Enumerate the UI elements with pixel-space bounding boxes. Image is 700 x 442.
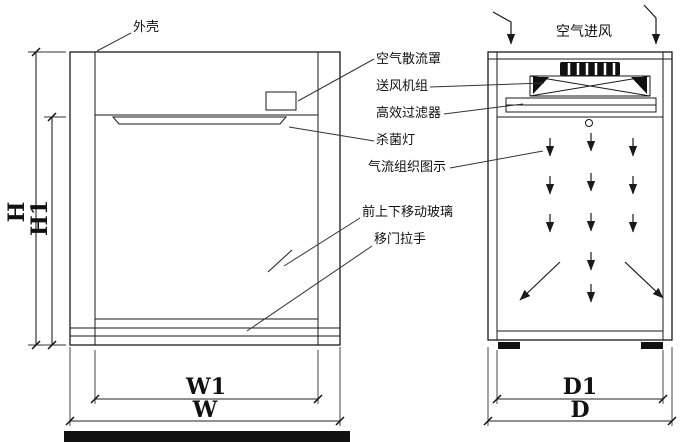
leader-moving-glass — [283, 217, 361, 267]
leader-air-diffuser — [297, 58, 375, 102]
fan-housing-brace — [529, 75, 651, 97]
fan-unit-symbol — [529, 62, 651, 97]
label-airflow-diagram: 气流组织图示 — [368, 159, 446, 174]
leader-germicidal-lamp — [288, 126, 375, 142]
bottom-base-bar — [64, 431, 350, 442]
dimension-lines — [31, 47, 677, 426]
leader-shell — [96, 32, 132, 52]
left-foot — [498, 342, 520, 349]
dim-tick — [65, 416, 75, 426]
air-inlet-arrow-right — [643, 4, 661, 45]
air-inlet-arrow-left — [492, 11, 516, 45]
dim-tick — [483, 416, 493, 426]
right-foot — [641, 342, 663, 349]
side-view — [487, 4, 673, 349]
label-air-inlet: 空气进风 — [556, 23, 612, 39]
label-germicidal-lamp: 杀菌灯 — [376, 132, 415, 147]
dim-label-D: D — [570, 397, 589, 423]
extension-lines — [28, 51, 673, 426]
dim-tick — [658, 394, 668, 404]
label-moving-glass: 前上下移动玻璃 — [362, 204, 453, 219]
germicidal-lamp-symbol — [585, 119, 593, 127]
dim-tick — [31, 47, 41, 57]
dim-label-H: H — [4, 202, 30, 223]
label-shell: 外壳 — [133, 19, 159, 34]
side-outer-shell — [487, 51, 673, 341]
airflow-arrow-diagonal-left — [519, 261, 561, 301]
label-hepa-filter: 高效过滤器 — [376, 105, 441, 120]
hepa-filter-symbol — [497, 97, 663, 118]
dim-label-H1: H1 — [27, 200, 53, 236]
dim-tick — [313, 394, 323, 404]
glass-mark — [267, 249, 293, 273]
dim-label-W: W — [192, 397, 218, 423]
callout-labels: 外壳 空气散流罩 送风机组 高效过滤器 杀菌灯 气流组织图示 前上下移动玻璃 移… — [133, 19, 612, 246]
dim-tick — [492, 394, 502, 404]
dim-tick — [47, 112, 57, 122]
label-air-diffuser: 空气散流罩 — [376, 51, 441, 66]
dim-tick — [667, 416, 677, 426]
dim-label-D1: D1 — [563, 374, 597, 400]
dim-tick — [335, 416, 345, 426]
front-outer-shell — [69, 51, 341, 346]
airflow-arrow-diagonal-right — [624, 261, 664, 299]
dimension-labels: H H1 W1 W D1 D — [4, 200, 597, 423]
leader-hepa-filter — [443, 103, 524, 115]
dim-tick — [31, 340, 41, 350]
airflow-arrows — [519, 133, 664, 303]
diffuser-housing-box — [265, 91, 297, 111]
leader-door-handle — [246, 245, 373, 332]
fan-housing — [529, 75, 651, 97]
leader-lines — [96, 32, 545, 332]
dim-label-W1: W1 — [185, 374, 226, 400]
dim-tick — [90, 394, 100, 404]
dim-tick — [47, 340, 57, 350]
label-door-handle: 移门拉手 — [374, 231, 426, 246]
air-diffuser-plate — [111, 116, 288, 125]
leader-airflow-diagram — [449, 150, 544, 169]
fan-housing-end — [631, 77, 647, 94]
label-fan-unit: 送风机组 — [376, 78, 428, 93]
front-view — [69, 51, 341, 346]
leader-fan-unit — [429, 82, 545, 88]
fan-housing-end — [533, 77, 549, 94]
